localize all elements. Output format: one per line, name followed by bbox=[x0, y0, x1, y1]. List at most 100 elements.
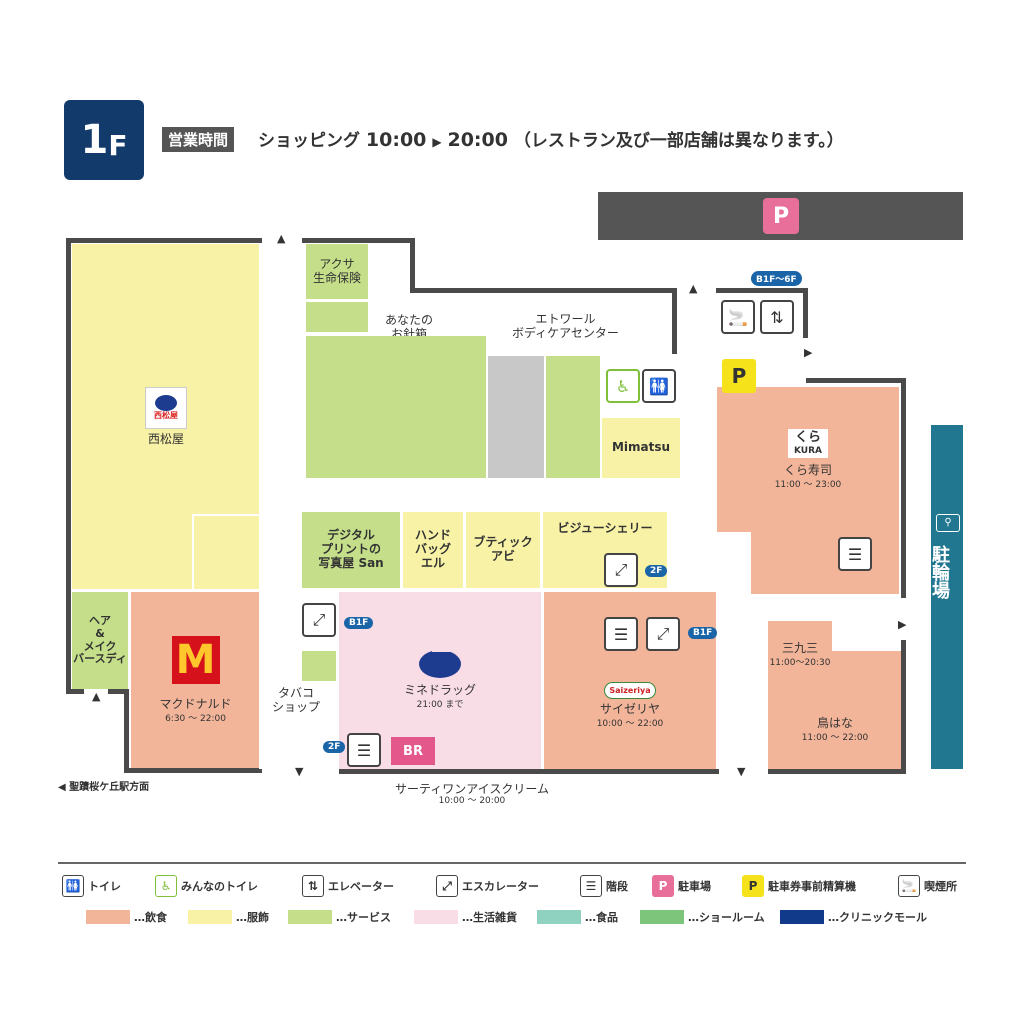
parking-icon: P bbox=[652, 875, 674, 897]
legend-swatch bbox=[537, 910, 581, 924]
shop-saizeriya[interactable]: Saizeriya サイゼリヤ 10:00 ～ 22:00 bbox=[544, 592, 716, 769]
elevator-icon[interactable]: ⇅ bbox=[760, 300, 794, 334]
stairs-icon[interactable]: ☰ bbox=[347, 733, 381, 767]
legend-item-stairs-icon: ☰階段 bbox=[580, 875, 628, 897]
up-2f-tag: 2F bbox=[645, 565, 668, 577]
mine-logo bbox=[419, 650, 461, 679]
legend-category: …ショールーム bbox=[640, 909, 765, 925]
legend-item-smoking-icon: 🚬 喫煙所 bbox=[898, 875, 957, 897]
thirtyone-logo-text: BR bbox=[403, 743, 423, 759]
parking-icon[interactable]: P bbox=[763, 198, 799, 234]
hours-sep: ▶ bbox=[432, 135, 442, 149]
shop-handbag[interactable]: ハンド バッグ エル bbox=[403, 512, 463, 588]
shop-digital[interactable]: デジタル プリントの 写真屋 San bbox=[302, 512, 400, 588]
hours-label: ショッピング bbox=[258, 131, 360, 151]
legend-item-accessible-toilet-icon: ♿みんなのトイレ bbox=[155, 875, 258, 897]
wall bbox=[302, 238, 414, 243]
parking-prepay-icon[interactable]: P bbox=[722, 359, 756, 393]
legend-label: エスカレーター bbox=[462, 880, 539, 893]
shop-nishimatsuya-annex bbox=[192, 514, 260, 589]
wall bbox=[339, 769, 544, 774]
legend-category: …クリニックモール bbox=[780, 909, 927, 925]
thirtyone-label: サーティワンアイスクリーム 10:00 ～ 20:00 bbox=[395, 782, 549, 807]
legend-swatch bbox=[640, 910, 684, 924]
stairs-icon[interactable]: ☰ bbox=[604, 617, 638, 651]
wall bbox=[66, 689, 84, 694]
shop-sankyuzo-redraw: 三九三 11:00～20:30 bbox=[768, 621, 832, 689]
entrance-arrow: ▼ bbox=[295, 765, 304, 778]
legend-label: …ショールーム bbox=[688, 911, 765, 924]
accessible-toilet-icon[interactable]: ♿ bbox=[606, 369, 640, 403]
etoile-label: エトワール ボディケアセンター bbox=[512, 312, 619, 341]
shop-hours: 10:00 ～ 22:00 bbox=[596, 718, 664, 729]
escalator-icon[interactable]: ⤢ bbox=[302, 603, 336, 637]
shop-aksa[interactable]: アクサ 生命保険 bbox=[306, 244, 368, 299]
entrance-arrow: ▼ bbox=[737, 765, 746, 778]
wall bbox=[768, 769, 906, 774]
shop-anata[interactable] bbox=[306, 302, 368, 332]
rabbit-icon bbox=[155, 395, 177, 411]
wall bbox=[124, 768, 262, 773]
hours-close: 20:00 bbox=[447, 129, 508, 151]
entrance-arrow: ▶ bbox=[804, 346, 813, 359]
legend-item-toilet-icon: 🚻 トイレ bbox=[62, 875, 121, 897]
toilet-icon: 🚻 bbox=[62, 875, 84, 897]
wall bbox=[66, 238, 262, 243]
legend-label: …服飾 bbox=[236, 911, 269, 924]
shop-hair[interactable]: ヘア & メイク バースディ bbox=[72, 592, 128, 689]
shop-tabaco[interactable] bbox=[302, 651, 336, 681]
escalator-icon[interactable]: ⤢ bbox=[604, 553, 638, 587]
shop-name: マクドナルド bbox=[159, 696, 232, 711]
wall bbox=[716, 288, 808, 293]
mcdonalds-logo: M bbox=[171, 635, 220, 684]
shop-name: ビジューシェリー bbox=[557, 521, 653, 535]
legend-item-elevator-icon: ⇅エレベーター bbox=[302, 875, 394, 897]
floor-number: 1 bbox=[80, 117, 109, 163]
shop-name: 三九三 bbox=[781, 640, 818, 655]
shop-name: ミネドラッグ bbox=[403, 683, 476, 698]
stairs-icon[interactable]: ☰ bbox=[838, 537, 872, 571]
legend-label: みんなのトイレ bbox=[181, 880, 258, 893]
hours-open: 10:00 bbox=[365, 129, 427, 151]
smoking-icon[interactable]: 🚬 bbox=[721, 300, 755, 334]
smoking-icon: 🚬 bbox=[898, 875, 920, 897]
hours-note: （レストラン及び一部店舗は異なります。） bbox=[513, 131, 844, 151]
shop-name: ハンド バッグ エル bbox=[414, 528, 451, 570]
legend-swatch bbox=[780, 910, 824, 924]
shop-boutique[interactable]: ブティック アビ bbox=[466, 512, 540, 588]
toilet-icon[interactable]: 🚻 bbox=[642, 369, 676, 403]
shop-kura[interactable]: くら KURA くら寿司 11:00 ～ 23:00 bbox=[717, 387, 899, 532]
wall bbox=[901, 640, 906, 774]
wall bbox=[901, 378, 906, 598]
wall bbox=[410, 288, 676, 293]
entrance-arrow: ▲ bbox=[689, 282, 698, 295]
wall bbox=[259, 244, 263, 769]
legend-label: …食品 bbox=[585, 911, 618, 924]
hours-text: ショッピング 10:00 ▶ 20:00 （レストラン及び一部店舗は異なります。… bbox=[258, 126, 844, 151]
hours-tag: 営業時間 bbox=[162, 127, 235, 152]
shop-name: ブティック アビ bbox=[473, 535, 533, 563]
escalator-icon[interactable]: ⤢ bbox=[646, 617, 680, 651]
legend-swatch bbox=[288, 910, 332, 924]
wall bbox=[803, 288, 808, 338]
legend-swatch bbox=[188, 910, 232, 924]
shop-mimatsu[interactable]: Mimatsu bbox=[602, 418, 680, 478]
prepay-machine-icon: P bbox=[742, 875, 764, 897]
legend-swatch bbox=[86, 910, 130, 924]
shop-mcdonalds[interactable]: M マクドナルド 6:30 ～ 22:00 bbox=[131, 592, 260, 768]
nishimatsuya-logo: 西松屋 bbox=[145, 386, 187, 429]
shop-mine-upper bbox=[432, 592, 541, 652]
wall bbox=[124, 689, 129, 773]
legend-item-escalator-icon: ⤢エスカレーター bbox=[436, 875, 539, 897]
shop-etoile[interactable] bbox=[546, 356, 600, 478]
legend-label: トイレ bbox=[88, 880, 121, 893]
legend-label: 喫煙所 bbox=[924, 880, 957, 893]
legend-label: …サービス bbox=[336, 911, 391, 924]
parking-label: P bbox=[772, 203, 790, 229]
shop-name: くら寿司 bbox=[783, 463, 832, 478]
legend-swatch bbox=[414, 910, 458, 924]
entrance-arrow: ▲ bbox=[277, 232, 286, 245]
